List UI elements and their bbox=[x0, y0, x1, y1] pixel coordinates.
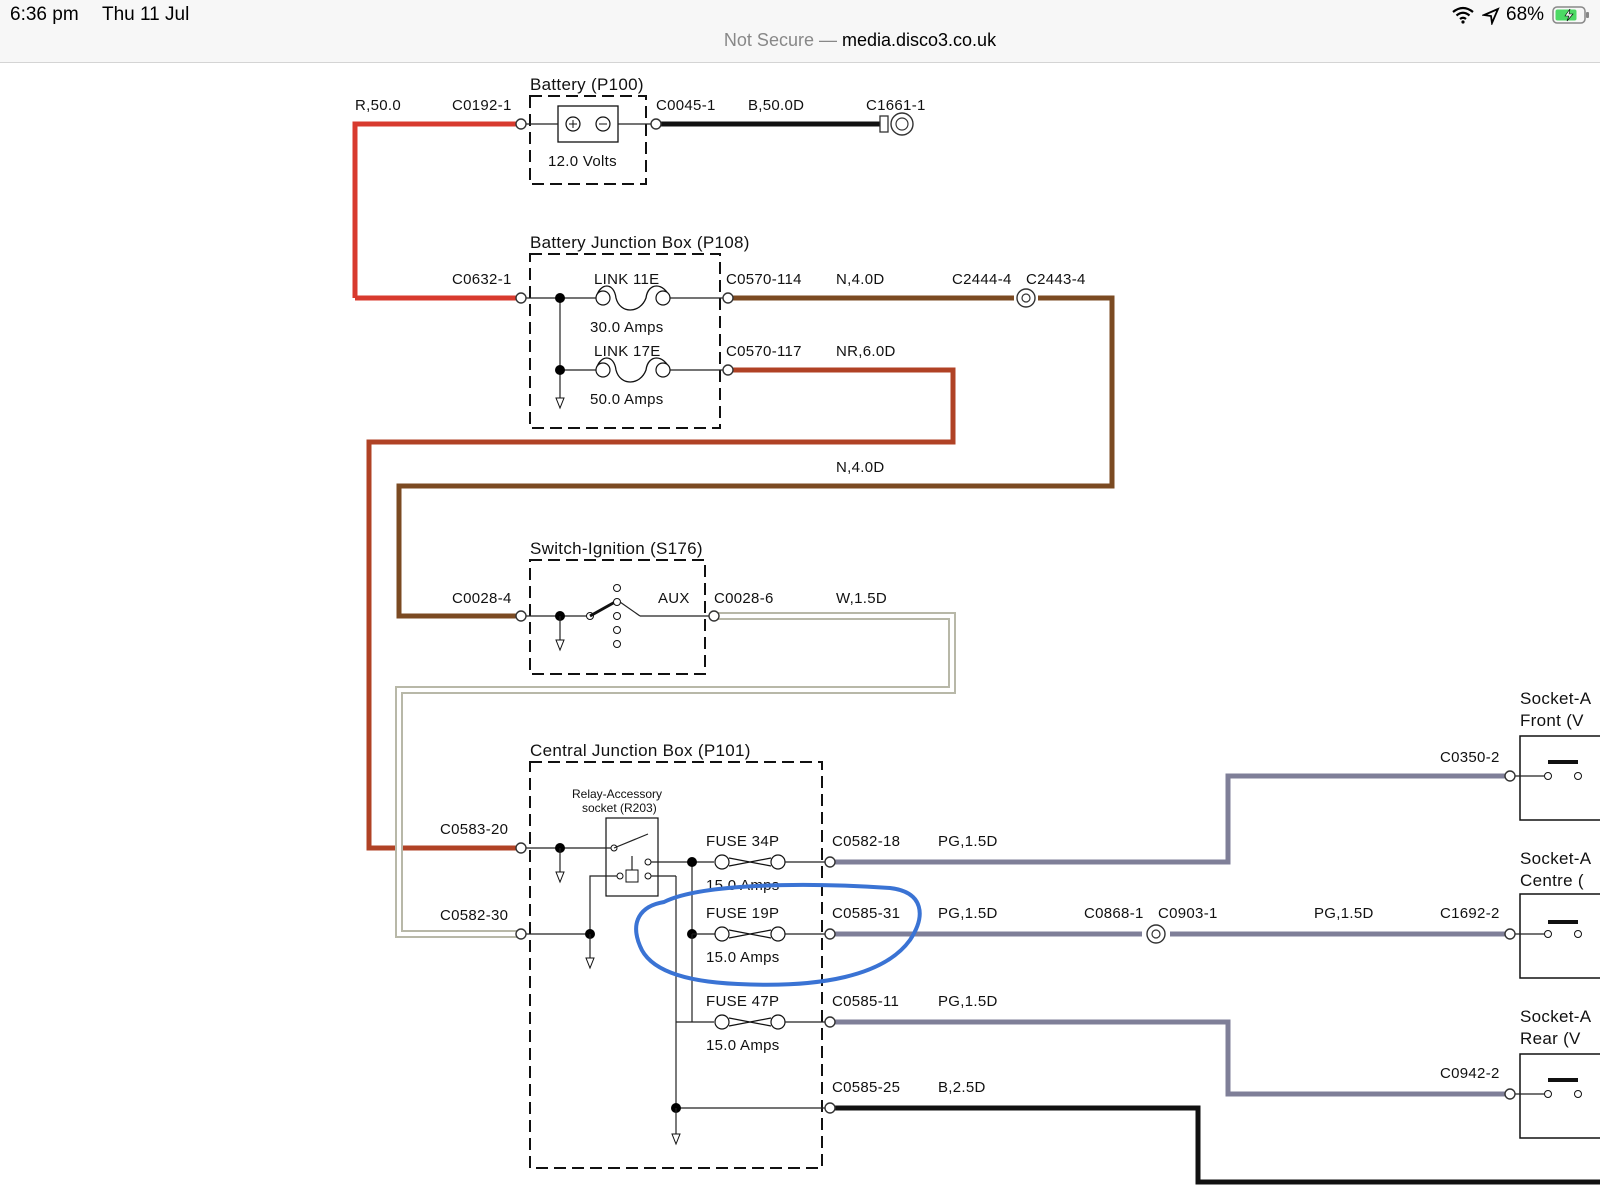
battery-percent: 68% bbox=[1506, 4, 1545, 25]
label-c2443: C2443-4 bbox=[1026, 271, 1086, 288]
label-c0028-4: C0028-4 bbox=[452, 590, 512, 607]
label-c0903: C0903-1 bbox=[1158, 905, 1218, 922]
aux-label: AUX bbox=[658, 590, 690, 607]
wiring-diagram: Battery (P100) 12.0 Volts Battery Juncti… bbox=[352, 75, 1600, 1185]
label-pg15-c: PG,1.5D bbox=[1314, 905, 1374, 922]
wifi-icon bbox=[1452, 6, 1474, 29]
label-n40-b: N,4.0D bbox=[836, 459, 885, 476]
label-c0350: C0350-2 bbox=[1440, 749, 1500, 766]
label-c0942: C0942-2 bbox=[1440, 1065, 1500, 1082]
link-11e-label: LINK 11E bbox=[594, 271, 660, 288]
socket-centre-line1: Socket-A bbox=[1520, 849, 1592, 868]
label-r50: R,50.0 bbox=[355, 97, 401, 114]
label-c1661: C1661-1 bbox=[866, 97, 926, 114]
ignition-title: Switch-Ignition (S176) bbox=[530, 539, 703, 558]
link-17e-label: LINK 17E bbox=[594, 343, 661, 360]
central-junction-box-p101: Central Junction Box (P101) Relay-Access… bbox=[515, 741, 1166, 1169]
label-c0632: C0632-1 bbox=[452, 271, 512, 288]
label-c0585-31: C0585-31 bbox=[832, 905, 900, 922]
label-c2444: C2444-4 bbox=[952, 271, 1012, 288]
socket-rear-line1: Socket-A bbox=[1520, 1007, 1592, 1026]
highlight-circle-fuse-19p bbox=[634, 882, 922, 987]
label-pg15-b: PG,1.5D bbox=[938, 905, 998, 922]
battery-voltage: 12.0 Volts bbox=[548, 153, 617, 170]
wire-black-b25 bbox=[830, 1105, 1600, 1185]
label-b50: B,50.0D bbox=[748, 97, 804, 114]
label-c0570-114: C0570-114 bbox=[726, 271, 802, 288]
wire-pg-c0582-18 bbox=[830, 773, 1510, 865]
label-c0868: C0868-1 bbox=[1084, 905, 1144, 922]
label-b25: B,2.5D bbox=[938, 1079, 986, 1096]
socket-rear-line2: Rear (V bbox=[1520, 1029, 1581, 1048]
status-date: Thu 11 Jul bbox=[102, 4, 190, 25]
battery-junction-box-p108: Battery Junction Box (P108) LINK 11E 30.… bbox=[515, 233, 1036, 429]
wire-brown-n40-return bbox=[396, 295, 1115, 619]
relay-label-1: Relay-Accessory bbox=[572, 787, 662, 801]
battery-charging-icon bbox=[1552, 5, 1592, 30]
relay-label-2: socket (R203) bbox=[582, 801, 657, 815]
switch-ignition-s176: Switch-Ignition (S176) AUX bbox=[515, 539, 720, 675]
url-text: media.disco3.co.uk bbox=[841, 30, 997, 50]
battery-p100: Battery (P100) 12.0 Volts bbox=[515, 75, 914, 185]
link-11e-amps: 30.0 Amps bbox=[590, 319, 664, 336]
fuse-47p: FUSE 47P 15.0 Amps bbox=[691, 934, 830, 1054]
label-c0585-11: C0585-11 bbox=[832, 993, 899, 1010]
label-c0583: C0583-20 bbox=[440, 821, 508, 838]
label-w15: W,1.5D bbox=[836, 590, 887, 607]
security-label: Not Secure bbox=[723, 30, 814, 50]
status-time: 6:36 pm bbox=[10, 4, 79, 25]
label-nr60: NR,6.0D bbox=[836, 343, 896, 360]
link-17e-amps: 50.0 Amps bbox=[590, 391, 664, 408]
wires bbox=[352, 121, 1600, 1185]
socket-front-line2: Front (V bbox=[1520, 711, 1584, 730]
label-c0585-25: C0585-25 bbox=[832, 1079, 900, 1096]
bjb-title: Battery Junction Box (P108) bbox=[530, 233, 750, 252]
socket-front-line1: Socket-A bbox=[1520, 689, 1592, 708]
connector-labels: R,50.0 C0192-1 C0045-1 B,50.0D C1661-1 C… bbox=[355, 97, 1500, 1096]
label-c0045: C0045-1 bbox=[656, 97, 716, 114]
fuse-47p-amps: 15.0 Amps bbox=[706, 1037, 780, 1054]
url-bar[interactable]: Not Secure — media.disco3.co.uk bbox=[0, 30, 1600, 51]
cjb-title: Central Junction Box (P101) bbox=[530, 741, 751, 760]
label-c0582-30: C0582-30 bbox=[440, 907, 508, 924]
label-c0192: C0192-1 bbox=[452, 97, 512, 114]
fuse-19p-amps: 15.0 Amps bbox=[706, 949, 780, 966]
fuse-19p: FUSE 19P 15.0 Amps bbox=[692, 905, 830, 966]
label-c0570-117: C0570-117 bbox=[726, 343, 802, 360]
label-c0028-6: C0028-6 bbox=[714, 590, 774, 607]
wire-rust-nr60 bbox=[366, 367, 956, 851]
socket-centre-line2: Centre ( bbox=[1520, 871, 1584, 890]
wire-red-r50 bbox=[352, 121, 521, 298]
fuse-47p-label: FUSE 47P bbox=[706, 993, 779, 1010]
wire-pg-c0585-11 bbox=[830, 1019, 1510, 1097]
label-pg15-a: PG,1.5D bbox=[938, 833, 998, 850]
battery-title: Battery (P100) bbox=[530, 75, 644, 94]
label-n40-a: N,4.0D bbox=[836, 271, 885, 288]
label-pg15-d: PG,1.5D bbox=[938, 993, 998, 1010]
label-c1692: C1692-2 bbox=[1440, 905, 1500, 922]
fuse-19p-label: FUSE 19P bbox=[706, 905, 779, 922]
url-separator: — bbox=[813, 30, 842, 50]
status-bar: 6:36 pm Thu 11 Jul 68% Not Secure — medi… bbox=[0, 0, 1600, 63]
location-icon bbox=[1480, 7, 1500, 30]
fuse-34p-label: FUSE 34P bbox=[706, 833, 779, 850]
label-c0582-18: C0582-18 bbox=[832, 833, 900, 850]
sockets: Socket-A Front (V Socket-A Centre ( Sock… bbox=[1504, 689, 1600, 1139]
